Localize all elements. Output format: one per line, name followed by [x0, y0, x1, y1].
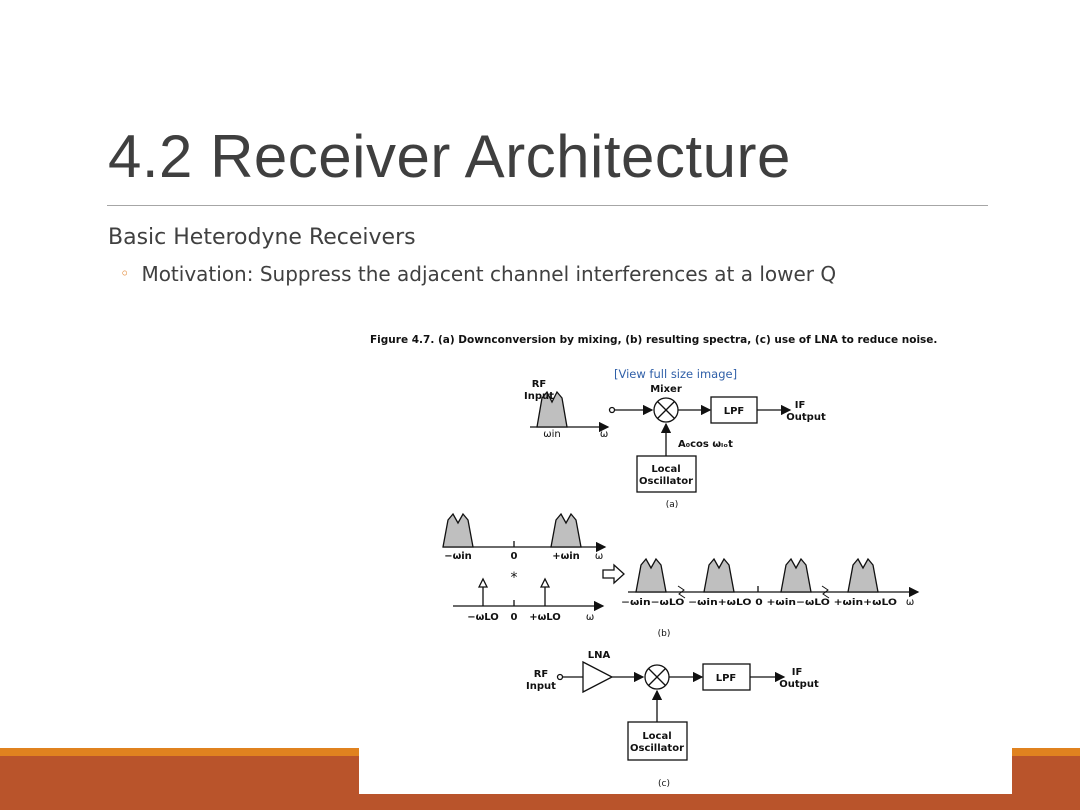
a-rf-label: RF: [532, 379, 547, 390]
part-c: [556, 660, 786, 761]
b-w-label: ω: [595, 551, 603, 562]
c-rf-label: RF: [534, 669, 549, 680]
b-lo-w-label: ω: [586, 612, 594, 623]
b-result-arrow-icon: [602, 563, 625, 585]
a-oscillator-label: Oscillator: [639, 476, 693, 487]
c-lna-amplifier: [582, 660, 614, 694]
b-out-w-label: ω: [906, 597, 914, 608]
slide-title: 4.2 Receiver Architecture: [108, 123, 791, 190]
c-oscillator-label: Oscillator: [630, 743, 684, 754]
view-full-size-link[interactable]: [View full size image]: [614, 367, 738, 381]
a-lo-box: [636, 455, 697, 493]
c-input-label: Input: [526, 681, 556, 692]
b-zero-label: 0: [511, 551, 518, 562]
a-input-node: [608, 406, 616, 414]
bullet-marker-icon: ◦: [120, 264, 130, 283]
a-lpf-label: LPF: [724, 406, 745, 417]
b-convolution-icon: *: [511, 570, 518, 586]
a-spectrum-peak: [536, 390, 568, 428]
c-lpf-box: [702, 663, 751, 691]
b-neg-win-label: −ωin: [444, 551, 472, 562]
part-a: [530, 390, 792, 493]
a-if-label: IF: [795, 400, 806, 411]
a-lo-signal-label: A₀cos ωₗₒt: [678, 439, 733, 450]
bullet-item: ◦ Motivation: Suppress the adjacent chann…: [120, 262, 836, 286]
a-output-label: Output: [786, 412, 826, 423]
figure-caption: Figure 4.7. (a) Downconversion by mixing…: [370, 334, 938, 346]
c-local-label: Local: [642, 731, 671, 742]
a-input-label: Input: [524, 391, 554, 402]
b-lo-zero-label: 0: [511, 612, 518, 623]
b-tag: (b): [658, 629, 671, 639]
a-tag: (a): [666, 500, 679, 510]
c-lna-label: LNA: [588, 650, 611, 661]
title-divider: [107, 205, 988, 206]
b-input-peak-pos: [550, 512, 582, 548]
c-if-label: IF: [792, 667, 803, 678]
part-b: [442, 512, 920, 612]
a-win-label: ωin: [543, 429, 561, 440]
b-input-peak-neg: [442, 512, 474, 548]
bullet-text: Motivation: Suppress the adjacent channe…: [141, 262, 837, 286]
b-pos-wlo-label: +ωLO: [529, 612, 561, 623]
b-output-labels: −ωin−ωLO −ωin+ωLO 0 +ωin−ωLO +ωin+ωLO: [621, 598, 897, 608]
c-lpf-label: LPF: [716, 673, 737, 684]
b-neg-wlo-label: −ωLO: [467, 612, 499, 623]
a-local-label: Local: [651, 464, 680, 475]
slide-subtitle: Basic Heterodyne Receivers: [108, 225, 416, 250]
figure-panel: [359, 326, 1012, 794]
c-lo-box: [627, 721, 688, 761]
a-w-label: ω: [600, 429, 608, 440]
b-pos-win-label: +ωin: [552, 551, 580, 562]
c-input-node: [556, 673, 564, 681]
a-mixer-label: Mixer: [650, 384, 682, 395]
c-tag: (c): [658, 779, 670, 789]
c-output-label: Output: [779, 679, 819, 690]
